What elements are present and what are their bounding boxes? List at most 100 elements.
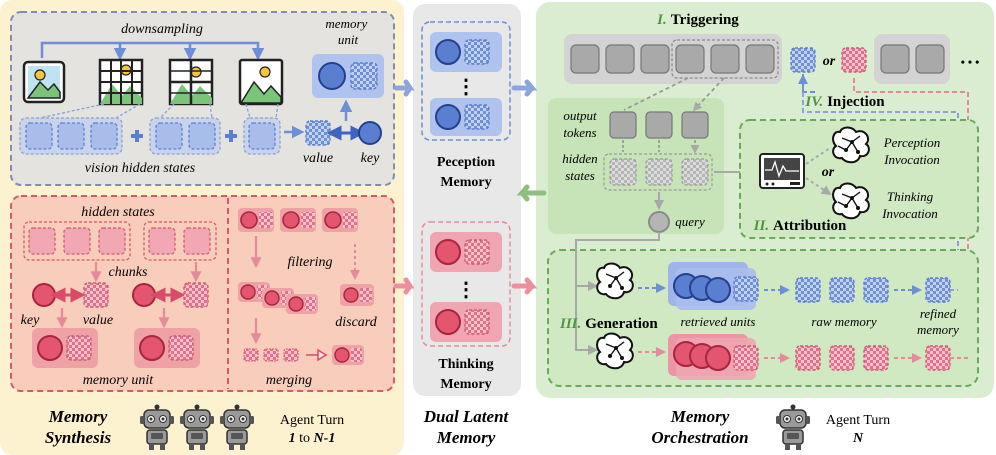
perception-memory-ellipsis: ⋮	[456, 76, 476, 98]
hidden-state-chunk-1	[23, 221, 131, 261]
output-tokens-label-2: tokens	[563, 125, 596, 140]
perception-to-orchestration-arrow	[511, 79, 538, 97]
memory-synthesis-title-1: Memory	[48, 407, 108, 426]
agent-turn-label: Agent Turn	[280, 413, 344, 428]
token-sequence	[564, 34, 782, 84]
dual-latent-memory-title-2: Memory	[436, 428, 496, 447]
thinking-hidden-states-label: hidden states	[81, 205, 155, 220]
inject-thinking-token	[841, 47, 867, 73]
agent-turn-n-label: Agent Turn	[826, 413, 890, 428]
brain-icon-perception	[832, 126, 870, 164]
robot-icon	[776, 404, 810, 450]
query-to-memory-arrow	[516, 184, 547, 202]
thinking-memory-ellipsis: ⋮	[456, 279, 476, 301]
injection-title: IV.Injection	[804, 94, 885, 110]
perception-memory-label-2: Memory	[440, 175, 491, 190]
raw-thinking-memory	[795, 345, 889, 371]
vision-hidden-states-group-2	[149, 117, 221, 155]
retrieved-thinking-units	[668, 334, 759, 380]
vision-hidden-states-label: vision hidden states	[85, 161, 196, 176]
thinking-memory-label-2: Memory	[440, 377, 491, 392]
connector-fine	[39, 103, 141, 119]
raw-perception-memory	[795, 277, 889, 303]
connector-single	[245, 103, 279, 119]
query-to-generation-path	[575, 232, 660, 291]
plus-icon	[131, 130, 143, 142]
filtered-units	[238, 282, 318, 314]
thinking-key-circle-1	[32, 283, 56, 307]
thinking-memory-unit-1	[32, 328, 98, 368]
agent-turn-range: 1 to N-1	[289, 431, 336, 446]
token-to-state-arrows	[622, 140, 695, 152]
hidden-states-label-1: hidden	[562, 151, 597, 166]
triggering-title: I.Triggering	[656, 12, 739, 28]
perception-invocation-label-2: Invocation	[883, 152, 940, 167]
filtering-label: filtering	[287, 255, 332, 270]
key-circle	[358, 121, 382, 145]
thinking-memory-label-1: Thinking	[438, 357, 493, 372]
inject-perception-token	[790, 47, 816, 73]
merge-arrow-icon	[306, 348, 328, 362]
merging-label: merging	[266, 373, 312, 388]
synthesis-to-perception-arrow	[393, 79, 415, 97]
key-label: key	[361, 151, 380, 166]
generation-title: III.Generation	[559, 316, 658, 332]
attribution-title: II.Attribution	[753, 218, 847, 234]
refined-memory-label-2: memory	[917, 322, 959, 337]
refined-thinking-memory	[925, 345, 951, 371]
brain-icon-thinking	[832, 182, 870, 220]
token-sequence-continued	[874, 34, 950, 84]
thinking-key-circle-2	[132, 283, 156, 307]
hidden-states-label-2: states	[565, 168, 595, 183]
perception-memory-unit	[312, 54, 384, 98]
downsampling-arrow-main	[40, 41, 265, 61]
perception-memory-label-1: Peception	[437, 155, 496, 170]
image-icon-grid-fine	[98, 58, 144, 106]
hidden-state-chunk-2	[143, 221, 217, 261]
robot-icon	[180, 404, 214, 450]
thinking-value-token-2	[183, 282, 209, 308]
thinking-invocation-label-1: Thinking	[887, 189, 934, 204]
hidden-state-tokens	[609, 158, 709, 186]
thinking-value-token-1	[83, 282, 109, 308]
memory-unit-label: memory unit	[325, 16, 370, 47]
memory-orchestration-title-1: Memory	[670, 407, 730, 426]
retrieved-units-label: retrieved units	[681, 314, 756, 329]
filter-input-units	[238, 208, 358, 232]
inject-or-label: or	[823, 54, 836, 69]
output-tokens	[609, 111, 709, 139]
query-label: query	[675, 214, 705, 229]
output-tokens-label-1: output	[563, 108, 597, 123]
image-icon-grid-coarse	[168, 58, 214, 106]
discard-label: discard	[335, 315, 377, 330]
query-circle	[648, 211, 670, 233]
query-to-generation-path-2	[575, 286, 598, 355]
thinking-invocation-label-2: Invocation	[881, 206, 938, 221]
thinking-memory-unit-label: memory unit	[83, 373, 154, 388]
sequence-ellipsis: • • •	[961, 55, 980, 69]
thinking-value-label: value	[83, 313, 113, 328]
memory-synthesis-title-2: Synthesis	[45, 428, 112, 447]
thinking-memory-store	[421, 221, 511, 347]
raw-memory-label: raw memory	[811, 314, 877, 329]
image-icon-downsampled	[238, 58, 284, 106]
merge-input-tokens	[243, 348, 299, 362]
refined-memory-label-1: refined	[920, 306, 957, 321]
synthesis-to-thinking-arrow	[393, 277, 415, 295]
memory-unit-label-line-2: unit	[338, 32, 359, 47]
brain-icon-generation-thinking	[596, 332, 634, 370]
robot-icon	[220, 404, 254, 450]
value-label: value	[303, 151, 333, 166]
plus-icon	[225, 130, 237, 142]
discarded-unit	[340, 284, 374, 306]
brain-icon-generation-perception	[596, 262, 634, 300]
memory-orchestration-title-2: Orchestration	[651, 428, 748, 447]
chunks-label: chunks	[109, 265, 148, 280]
monitor-icon	[759, 153, 805, 189]
attribution-branch-arrows	[805, 147, 830, 194]
vision-hidden-states-group-3	[243, 117, 281, 155]
thinking-key-label: key	[21, 313, 40, 328]
vision-hidden-states-group	[19, 117, 123, 155]
